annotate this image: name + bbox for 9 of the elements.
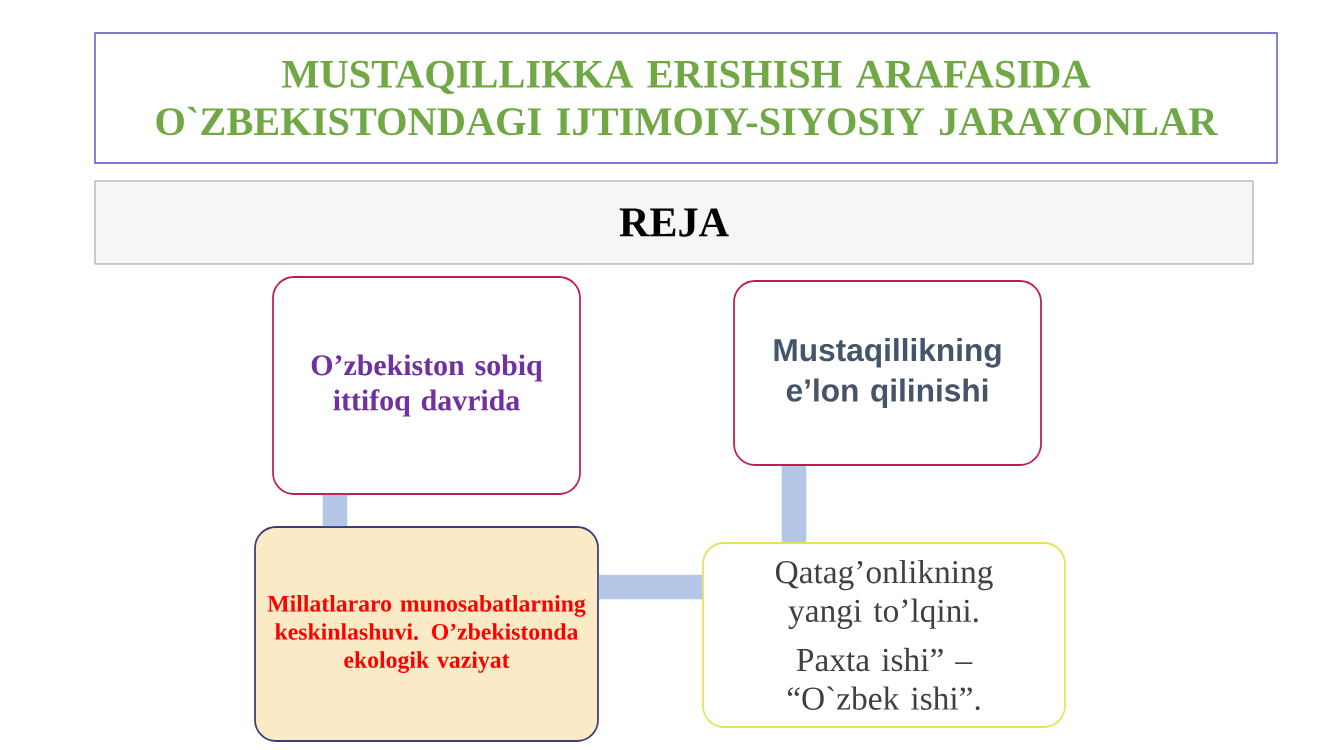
heading-box: REJA [94,180,1254,265]
topic-box: Millatlararo munosabatlarning keskinlashuvi. O’zbekistonda ekologik vaziyat [254,526,599,742]
connector-bar [781,465,807,543]
topic-box: Mustaqillikning e’lon qilinishi [733,280,1042,466]
connector-bar [598,574,703,600]
topic-box: O’zbekiston sobiq ittifoq davrida [272,276,581,495]
title-box: MUSTAQILLIKKA ERISHISH ARAFASIDA O`ZBEKISTONDAGI IJTIMOIY-SIYOSIY JARAYONLAR [94,32,1278,164]
topic-box: Qatag’onlikning yangi to’lqini. Paxta ishi” – “O`zbek ishi”. [702,542,1066,728]
connector-bar [322,494,348,527]
